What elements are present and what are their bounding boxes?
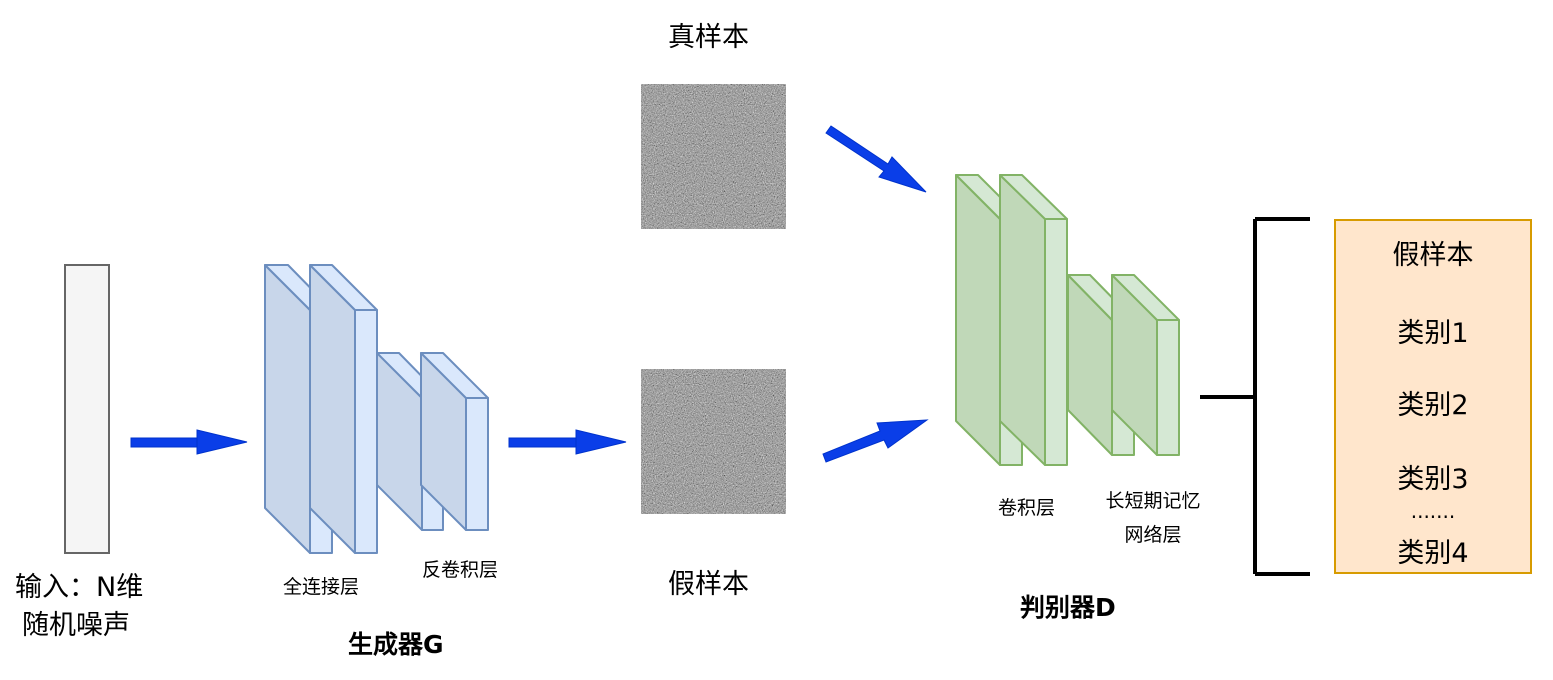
fc-layer-label: 全连接层 bbox=[283, 576, 360, 598]
real-sample-label: 真样本 bbox=[668, 22, 749, 53]
output-item-class-1: 类别1 bbox=[1397, 318, 1469, 349]
output-item-class-3: 类别3 bbox=[1397, 464, 1469, 495]
output-bracket bbox=[1200, 217, 1310, 576]
fake-sample-image bbox=[641, 369, 786, 514]
lstm-label-line2: 网络层 bbox=[1124, 524, 1182, 546]
input-label-line1: 输入：N维 bbox=[15, 572, 144, 603]
discriminator-layers bbox=[955, 174, 1180, 466]
deconv-layer-slab-2 bbox=[420, 352, 489, 531]
output-classes-box: 假样本 类别1 类别2 类别3 ....... 类别4 bbox=[1334, 219, 1532, 574]
conv-layer-slab-2 bbox=[999, 174, 1068, 466]
fake-sample-label: 假样本 bbox=[668, 569, 749, 600]
arrow-input-to-generator bbox=[130, 429, 248, 455]
lstm-layer-slab-2 bbox=[1111, 274, 1180, 456]
generator-label: 生成器G bbox=[348, 630, 444, 659]
discriminator-label: 判别器D bbox=[1020, 593, 1116, 622]
output-item-fake: 假样本 bbox=[1392, 240, 1474, 271]
input-noise-bar bbox=[64, 264, 110, 554]
arrow-fake-to-discriminator bbox=[822, 419, 929, 463]
arrow-real-to-discriminator bbox=[825, 125, 927, 193]
output-item-class-4: 类别4 bbox=[1397, 538, 1469, 569]
conv-layer-label: 卷积层 bbox=[998, 497, 1056, 519]
deconv-layer-label: 反卷积层 bbox=[422, 559, 499, 581]
real-sample-image bbox=[641, 84, 786, 229]
output-ellipsis: ....... bbox=[1410, 499, 1456, 523]
arrow-generator-to-fake bbox=[508, 429, 627, 455]
generator-layers bbox=[264, 264, 489, 554]
flow-arrows bbox=[130, 125, 929, 463]
output-item-class-2: 类别2 bbox=[1397, 390, 1469, 421]
input-label-line2: 随机噪声 bbox=[22, 610, 130, 641]
fc-layer-slab-2 bbox=[309, 264, 378, 554]
lstm-label-line1: 长短期记忆 bbox=[1105, 490, 1201, 512]
